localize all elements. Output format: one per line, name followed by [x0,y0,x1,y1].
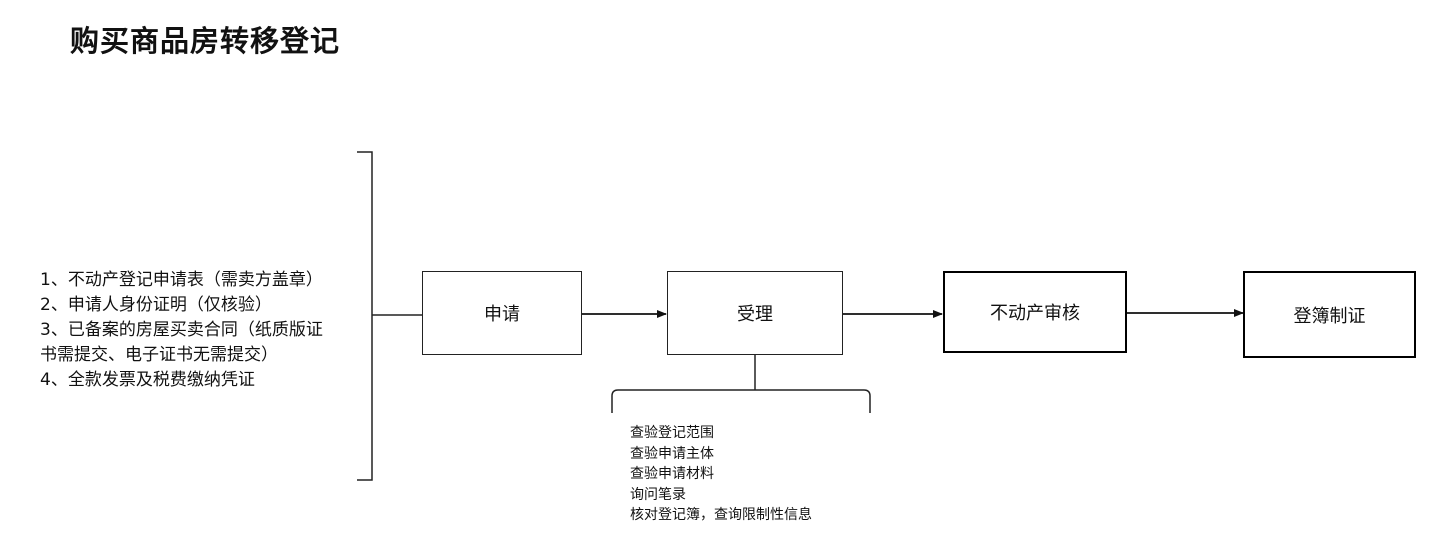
requirement-item: 4、全款发票及税费缴纳凭证 [40,370,255,390]
step-label: 受理 [737,304,773,325]
acceptance-checks-list: 查验登记范围 查验申请主体 查验申请材料 询问笔录 核对登记簿，查询限制性信息 [630,423,812,526]
requirements-list: 1、不动产登记申请表（需卖方盖章） 2、申请人身份证明（仅核验） 3、已备案的房… [40,268,330,393]
step-accept-box: 受理 [667,271,843,355]
acceptance-check-item: 询问笔录 [630,486,686,503]
step-apply-box: 申请 [422,271,582,355]
requirement-item: 1、不动产登记申请表（需卖方盖章） [40,270,323,290]
step-label: 申请 [484,304,520,325]
acceptance-check-item: 查验申请主体 [630,445,714,462]
acceptance-check-item: 核对登记簿，查询限制性信息 [630,507,812,523]
page-title: 购买商品房转移登记 [70,24,341,58]
step-certificate-box: 登簿制证 [1243,271,1416,358]
step-label: 不动产审核 [990,303,1080,324]
acceptance-check-item: 查验登记范围 [630,425,714,441]
step-label: 登簿制证 [1293,305,1366,327]
requirement-item: 3、已备案的房屋买卖合同（纸质版证书需提交、电子证书无需提交） [40,320,323,365]
acceptance-check-item: 查验申请材料 [630,466,714,482]
requirement-item: 2、申请人身份证明（仅核验） [40,295,272,315]
requirements-bracket [357,151,422,481]
step-review-box: 不动产审核 [943,271,1127,353]
acceptance-bracket [611,355,871,413]
